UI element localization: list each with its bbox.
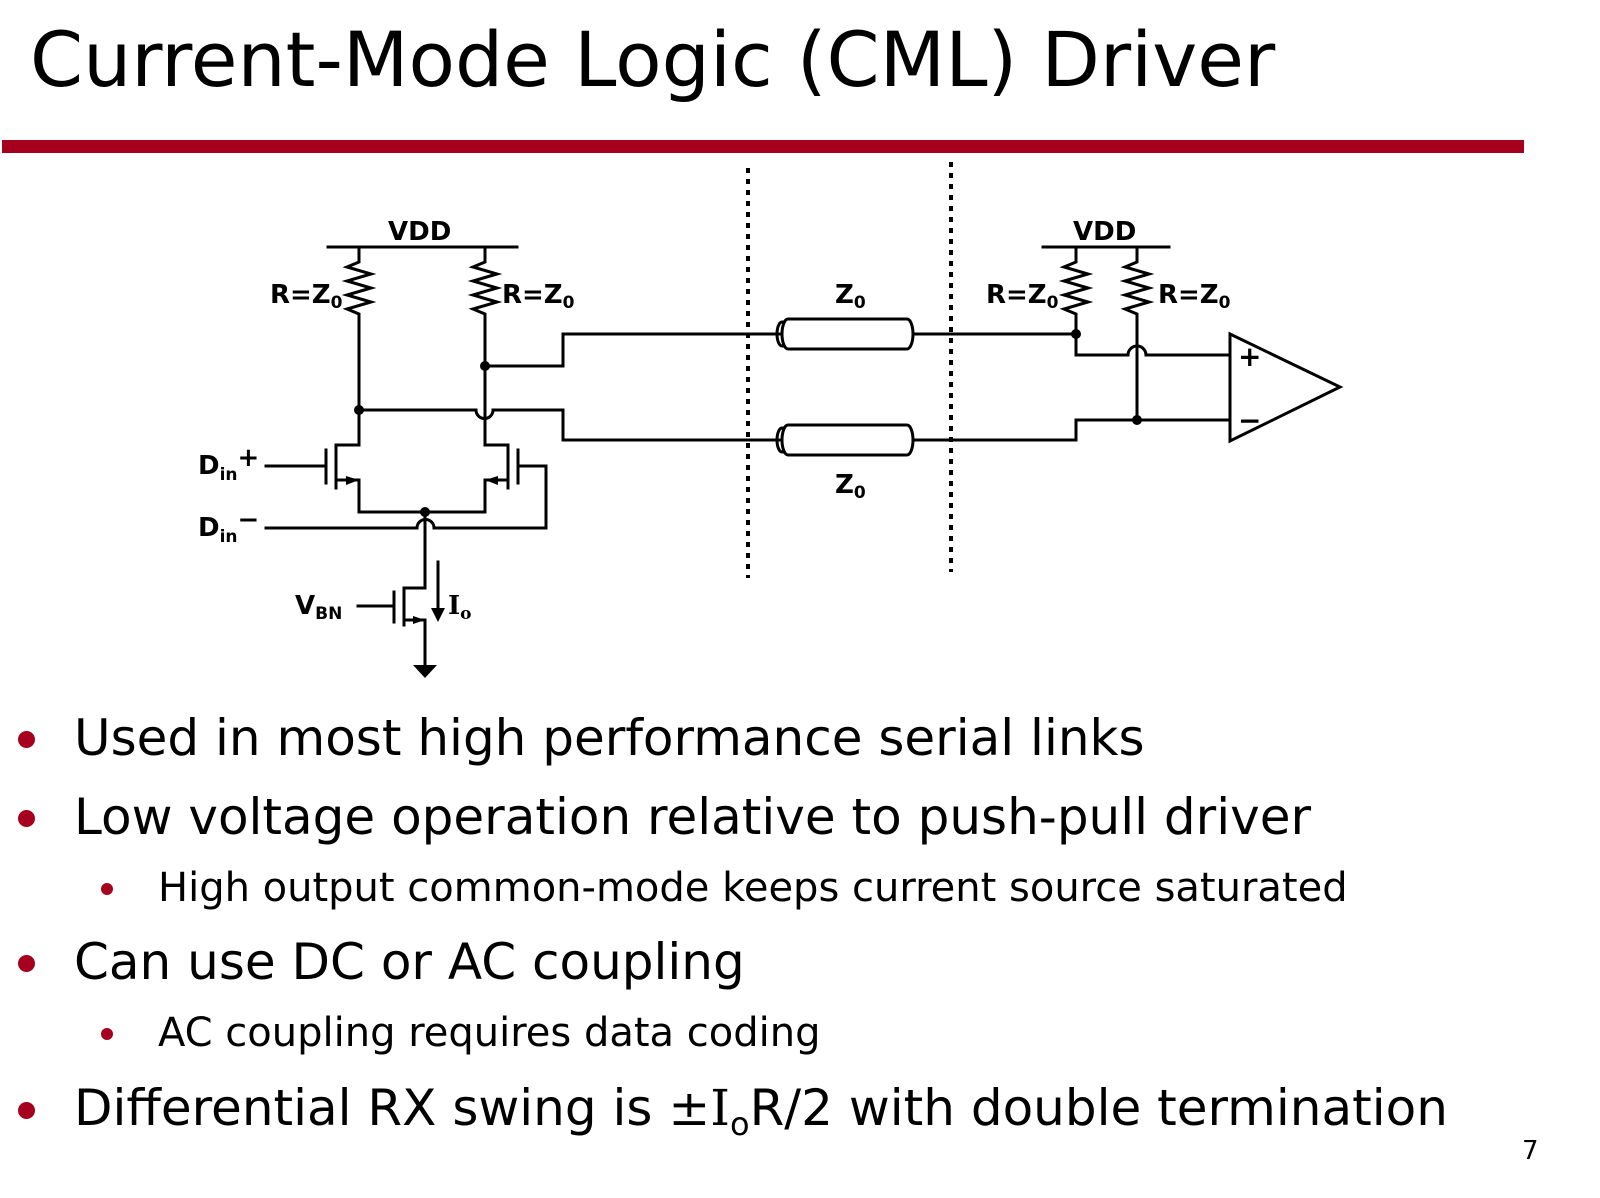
- bullet-dot: [18, 1102, 35, 1119]
- bullet-dot: [18, 955, 35, 972]
- io-label: Io: [448, 591, 472, 624]
- bullet-item: Low voltage operation relative to push-p…: [74, 788, 1312, 846]
- rx-amplifier: [1228, 331, 1344, 444]
- bullet-dot: [18, 731, 35, 748]
- source-arrow: [413, 616, 425, 624]
- tline-label: Z0: [835, 470, 866, 503]
- vbn-label: VBN: [295, 591, 342, 624]
- resistor-label: R=Z0: [1158, 280, 1231, 313]
- bullet-dot: [18, 810, 35, 827]
- node-dot: [1132, 415, 1142, 425]
- node-dot: [1071, 329, 1081, 339]
- din-plus-label: Din+: [198, 443, 259, 485]
- node-dot: [354, 405, 364, 415]
- resistor-right-2: [1119, 245, 1155, 350]
- din-minus-label: Din−: [198, 505, 259, 547]
- amp-plus-label: +: [1238, 340, 1261, 373]
- resistor-left-1: [341, 245, 377, 412]
- node-dot: [480, 361, 490, 371]
- current-symbol: I: [710, 1079, 730, 1137]
- cml-driver-schematic: VDD VDD R=Z0 R=Z0 R=Z0 R=Z0 Z0 Z0 Din+ D…: [198, 162, 1344, 678]
- resistor-left-2: [467, 245, 503, 412]
- page-number: 7: [1522, 1136, 1539, 1166]
- ground-arrow: [413, 665, 437, 678]
- sub-bullet-item: High output common-mode keeps current so…: [158, 865, 1348, 911]
- resistor-label: R=Z0: [986, 280, 1059, 313]
- node-dot: [420, 507, 430, 517]
- sub-bullet-dot: [101, 1028, 113, 1040]
- amp-minus-label: −: [1238, 404, 1261, 437]
- bullet-text: Differential RX swing is: [74, 1079, 669, 1137]
- current-subscript: o: [729, 1105, 750, 1143]
- plus-minus-symbol: ±: [668, 1079, 711, 1137]
- bullet-item: Can use DC or AC coupling: [74, 933, 745, 991]
- sub-bullet-item: AC coupling requires data coding: [158, 1010, 821, 1056]
- vdd-label-right: VDD: [1073, 217, 1136, 247]
- resistor-label: R=Z0: [502, 280, 575, 313]
- resistor-label: R=Z0: [270, 280, 343, 313]
- slide-title: Current-Mode Logic (CML) Driver: [30, 15, 1276, 104]
- tline-label: Z0: [835, 280, 866, 313]
- source-arrow: [485, 476, 498, 485]
- title-underline: [2, 140, 1524, 153]
- bullet-text: R/2 with double termination: [749, 1079, 1448, 1137]
- vdd-label-left: VDD: [388, 217, 451, 247]
- sub-bullet-dot: [101, 883, 113, 895]
- source-arrow: [346, 476, 359, 485]
- bullet-item: Used in most high performance serial lin…: [74, 709, 1145, 767]
- resistor-right-1: [1058, 245, 1094, 336]
- bullet-item: Differential RX swing is ±IoR/2 with dou…: [74, 1078, 1448, 1140]
- current-arrow: [431, 608, 445, 622]
